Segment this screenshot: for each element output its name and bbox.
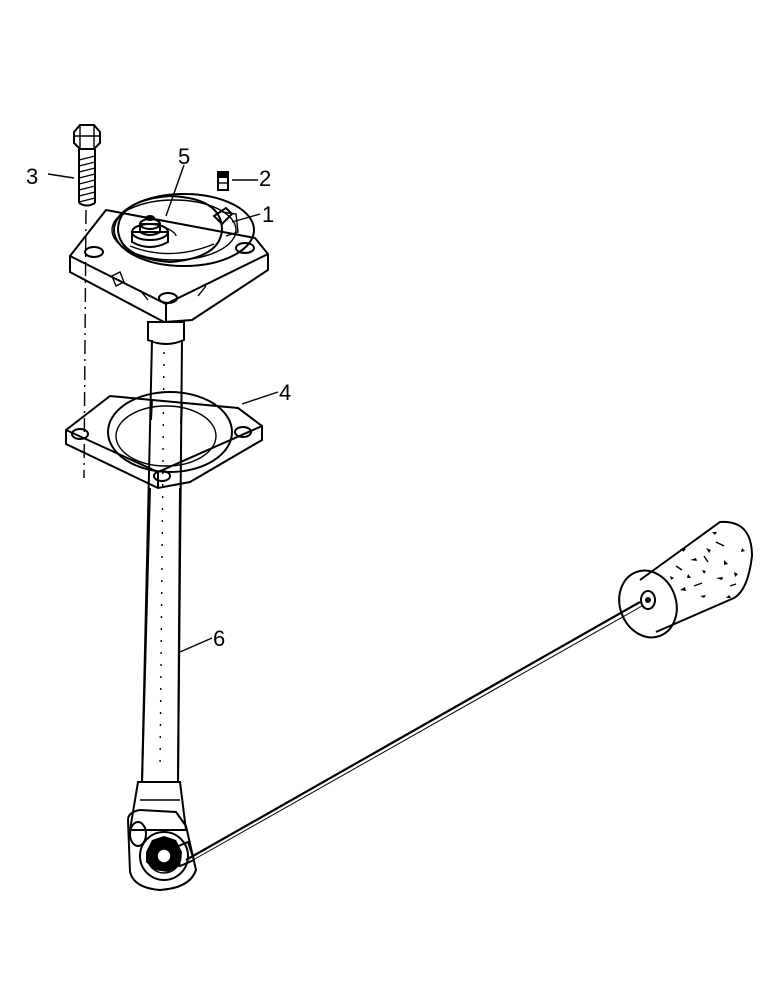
- callout-6: 6: [213, 626, 225, 651]
- callout-2: 2: [259, 166, 271, 191]
- sender-head-flange: [69, 193, 269, 324]
- callout-3: 3: [26, 164, 38, 189]
- part-1-tab: [212, 206, 234, 226]
- callout-4: 4: [279, 380, 291, 405]
- bolt-alignment-line: [83, 209, 87, 479]
- float: [618, 520, 754, 639]
- callout-5: 5: [178, 144, 190, 169]
- leader-lines: [47, 164, 279, 653]
- part-2-screw: [217, 171, 229, 191]
- part-3-bolt: [73, 124, 101, 207]
- part-5-terminal: [131, 215, 177, 248]
- callout-1: 1: [262, 202, 274, 227]
- float-pivot-assembly: [126, 781, 198, 892]
- float-arm: [185, 601, 643, 865]
- part-4-gasket: [65, 391, 263, 490]
